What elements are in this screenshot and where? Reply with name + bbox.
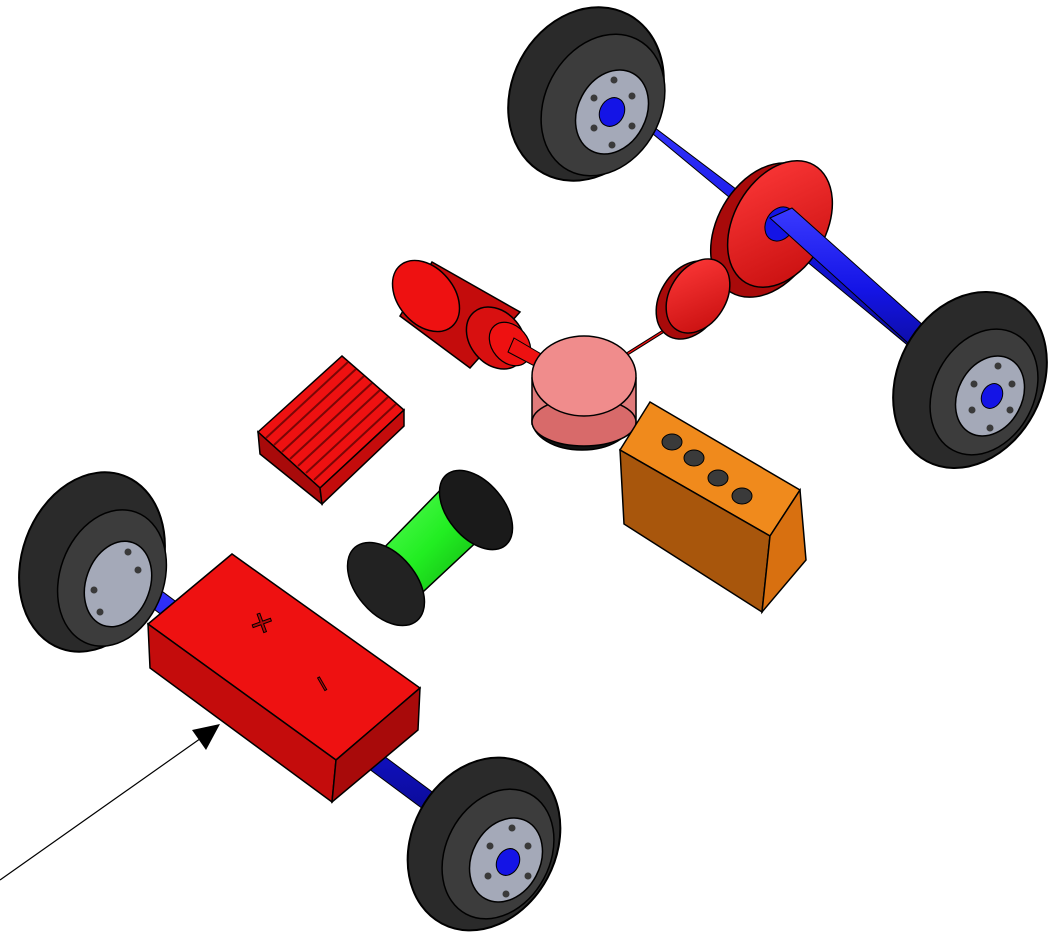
- pulley: [531, 335, 637, 451]
- motor: [391, 259, 549, 371]
- switch-buttons: [661, 433, 753, 505]
- front-right-wheel: [406, 756, 562, 932]
- rear-right-wheel: [892, 291, 1048, 469]
- coil: [346, 469, 514, 627]
- rear-left-wheel: [507, 6, 666, 182]
- front-axle-assembly: + −: [18, 471, 562, 932]
- pointer-arrow: [0, 724, 220, 881]
- switch-box: [618, 400, 807, 615]
- front-left-wheel: [18, 471, 168, 653]
- battery-box: + −: [146, 553, 422, 804]
- rear-axle-assembly: [507, 6, 1048, 469]
- small-gear: [611, 258, 731, 363]
- heatsink: [256, 354, 406, 506]
